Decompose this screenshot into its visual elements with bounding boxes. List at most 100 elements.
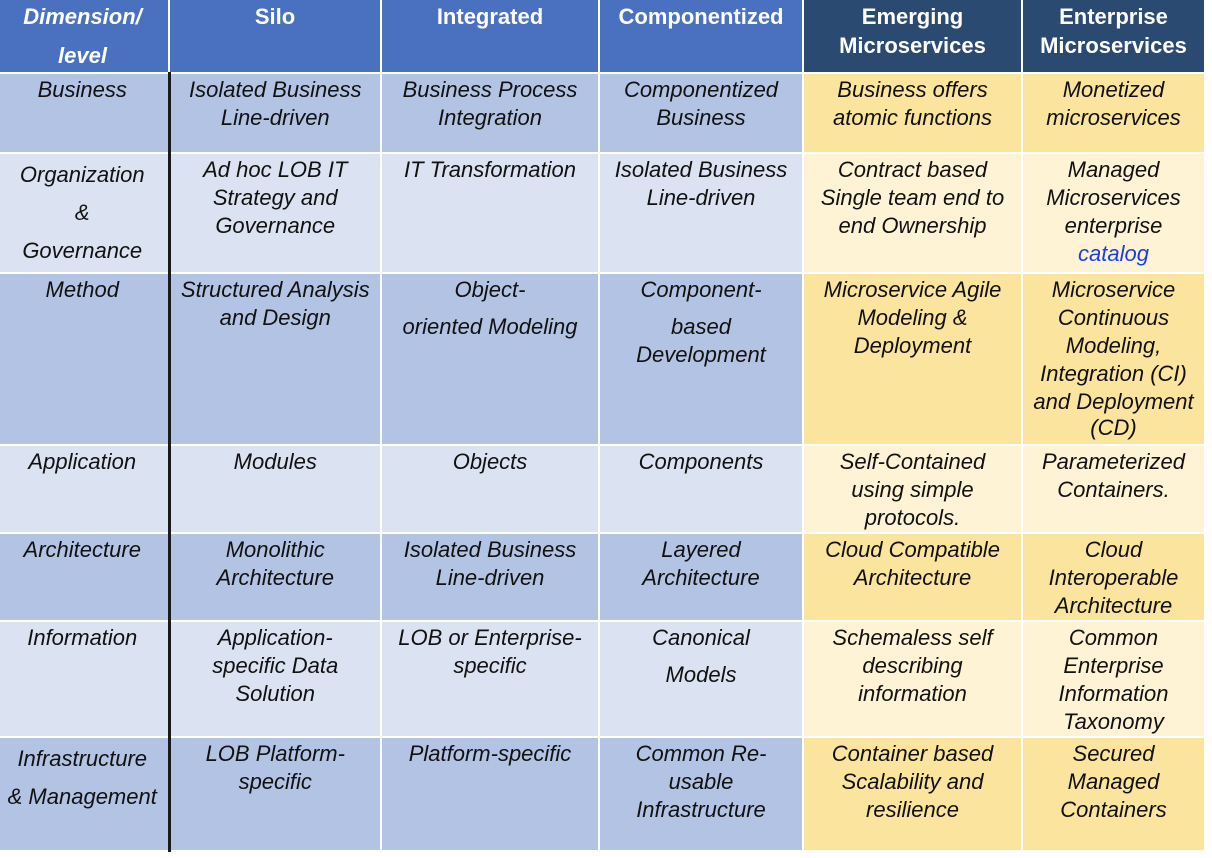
catalog-link[interactable]: catalog	[1078, 241, 1149, 266]
cell-architecture-componentized: Layered Architecture	[598, 532, 804, 622]
cell-text: Container based	[831, 741, 994, 766]
cell-text: Isolated Business	[403, 537, 577, 562]
header-dimension-line2: level	[58, 43, 107, 68]
cell-text: Modules	[233, 449, 317, 474]
cell-text: specific	[453, 653, 527, 678]
cell-information-emerging: Schemaless self describing information	[802, 620, 1023, 738]
cell-business-componentized: Componentized Business	[598, 72, 804, 154]
cell-text: and Deployment	[1033, 389, 1194, 414]
cell-text: Object-	[454, 277, 526, 302]
cell-text: Application-	[217, 625, 333, 650]
cell-text: Architecture	[853, 565, 972, 590]
row-label-line: & Management	[7, 784, 157, 809]
cell-text: Canonical	[652, 625, 750, 650]
cell-text: resilience	[866, 797, 959, 822]
cell-text: Platform-specific	[408, 741, 572, 766]
cell-text: Enterprise	[1063, 653, 1164, 678]
cell-text: Structured Analysis	[180, 277, 370, 302]
cell-text: specific	[238, 769, 312, 794]
cell-text: Contract based	[837, 157, 988, 182]
cell-text: LOB or Enterprise-	[398, 625, 582, 650]
cell-text: Integration	[438, 105, 542, 130]
cell-text: Business offers	[837, 77, 988, 102]
header-integrated: Integrated	[380, 0, 600, 74]
cell-information-integrated: LOB or Enterprise- specific	[380, 620, 600, 738]
header-emerging-line2: Microservices	[839, 33, 986, 58]
cell-text: Modeling,	[1065, 333, 1162, 358]
cell-text: describing	[862, 653, 963, 678]
cell-text: Component-	[640, 277, 762, 302]
cell-text: information	[858, 681, 967, 706]
cell-method-integrated: Object- oriented Modeling	[380, 272, 600, 446]
cell-architecture-emerging: Cloud Compatible Architecture	[802, 532, 1023, 622]
cell-organization-enterprise: Managed Microservices enterprise catalog	[1021, 152, 1206, 274]
cell-architecture-integrated: Isolated Business Line-driven	[380, 532, 600, 622]
cell-text: Business	[656, 105, 746, 130]
header-dimension-line1: Dimension/	[23, 4, 142, 29]
cell-text: Line-driven	[646, 185, 756, 210]
row-infrastructure: Infrastructure & Management LOB Platform…	[0, 736, 1206, 852]
cell-text: Modeling &	[857, 305, 968, 330]
cell-text: Isolated Business	[614, 157, 788, 182]
cell-text: microservices	[1046, 105, 1181, 130]
cell-text: Common Re-	[635, 741, 767, 766]
cell-text: Solution	[235, 681, 315, 706]
header-dimension-level: Dimension/ level	[0, 0, 170, 74]
cell-text: protocols.	[864, 505, 961, 530]
cell-application-integrated: Objects	[380, 444, 600, 534]
cell-application-enterprise: Parameterized Containers.	[1021, 444, 1206, 534]
cell-application-componentized: Components	[598, 444, 804, 534]
cell-text: and Design	[219, 305, 331, 330]
cell-text: Integration (CI)	[1040, 361, 1187, 386]
header-enterprise-line2: Microservices	[1040, 33, 1187, 58]
cell-architecture-silo: Monolithic Architecture	[168, 532, 382, 622]
cell-infrastructure-enterprise: Secured Managed Containers	[1021, 736, 1206, 852]
cell-text: Microservice Agile	[823, 277, 1002, 302]
cell-infrastructure-silo: LOB Platform- specific	[168, 736, 382, 852]
cell-text: Governance	[215, 213, 336, 238]
cell-text: Infrastructure	[636, 797, 766, 822]
header-emerging-microservices: Emerging Microservices	[802, 0, 1023, 74]
cell-text: Objects	[452, 449, 528, 474]
cell-text: Schemaless self	[832, 625, 993, 650]
row-label-line: Organization	[19, 162, 145, 187]
cell-infrastructure-emerging: Container based Scalability and resilien…	[802, 736, 1023, 852]
header-silo: Silo	[168, 0, 382, 74]
cell-text: Line-driven	[220, 105, 330, 130]
row-organization: Organization & Governance Ad hoc LOB IT …	[0, 152, 1206, 274]
cell-text: Common	[1068, 625, 1159, 650]
row-method: Method Structured Analysis and Design Ob…	[0, 272, 1206, 446]
row-application: Application Modules Objects Components S…	[0, 444, 1206, 534]
cell-text: Continuous	[1057, 305, 1170, 330]
cell-text: Cloud	[1084, 537, 1143, 562]
cell-text: Monolithic	[225, 537, 325, 562]
cell-text: Architecture	[642, 565, 760, 590]
cell-text: Microservices	[1046, 185, 1181, 210]
cell-text: Architecture	[216, 565, 334, 590]
cell-method-componentized: Component- based Development	[598, 272, 804, 446]
cell-text: specific Data	[212, 653, 339, 678]
cell-business-emerging: Business offers atomic functions	[802, 72, 1023, 154]
cell-text: Layered	[661, 537, 741, 562]
cell-text: Secured	[1072, 741, 1155, 766]
cell-organization-componentized: Isolated Business Line-driven	[598, 152, 804, 274]
cell-text: based	[671, 314, 731, 339]
row-label-infrastructure: Infrastructure & Management	[0, 736, 171, 852]
header-enterprise-microservices: Enterprise Microservices	[1021, 0, 1206, 74]
cell-text: using simple	[851, 477, 974, 502]
header-emerging-line1: Emerging	[861, 4, 964, 29]
cell-infrastructure-integrated: Platform-specific	[380, 736, 600, 852]
row-business: Business Isolated Business Line-driven B…	[0, 72, 1206, 154]
header-enterprise-line1: Enterprise	[1059, 4, 1168, 29]
cell-information-enterprise: Common Enterprise Information Taxonomy	[1021, 620, 1206, 738]
cell-text: usable	[668, 769, 734, 794]
cell-organization-silo: Ad hoc LOB IT Strategy and Governance	[168, 152, 382, 274]
cell-business-silo: Isolated Business Line-driven	[168, 72, 382, 154]
cell-method-silo: Structured Analysis and Design	[168, 272, 382, 446]
row-label-line: Governance	[22, 238, 143, 263]
cell-text: Information	[1058, 681, 1169, 706]
cell-text: Scalability and	[841, 769, 984, 794]
header-row: Dimension/ level Silo Integrated Compone…	[0, 0, 1206, 74]
cell-text: Architecture	[1054, 593, 1173, 618]
row-information: Information Application- specific Data S…	[0, 620, 1206, 738]
